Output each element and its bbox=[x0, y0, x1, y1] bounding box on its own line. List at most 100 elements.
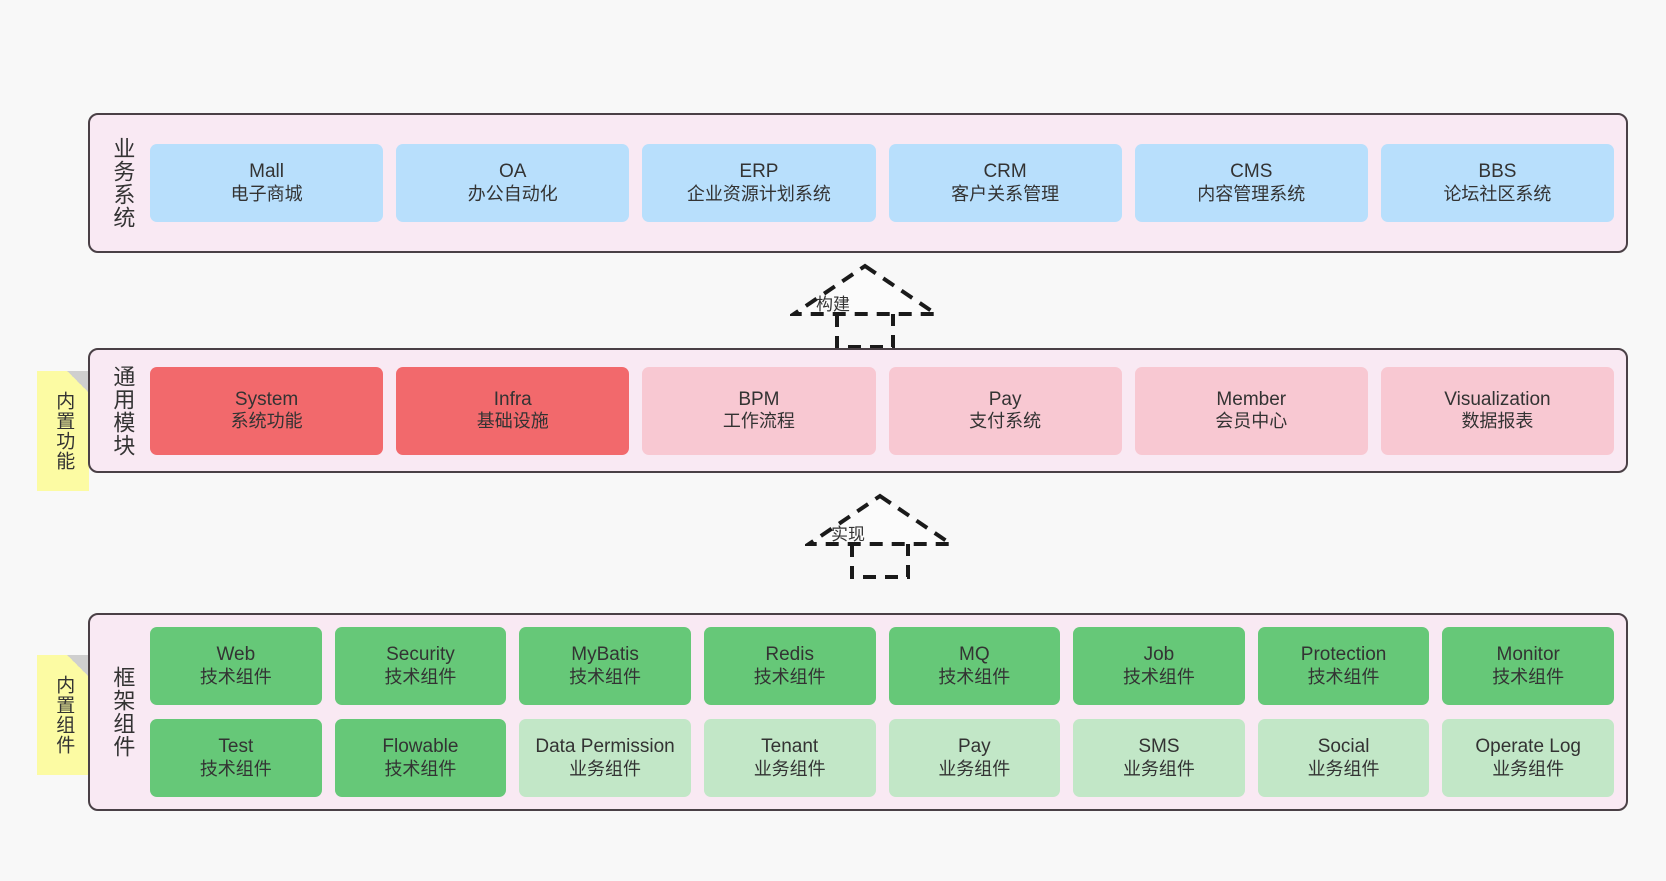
card-pay-module-cn: 支付系统 bbox=[969, 411, 1042, 432]
card-flowable[interactable]: Flowable 技术组件 bbox=[334, 719, 507, 797]
card-monitor-cn: 技术组件 bbox=[1492, 666, 1565, 687]
card-protection[interactable]: Protection 技术组件 bbox=[1257, 627, 1430, 705]
connector-build-arrow bbox=[790, 263, 940, 349]
card-bbs[interactable]: BBS 论坛社区系统 bbox=[1380, 144, 1615, 222]
card-tenant[interactable]: Tenant 业务组件 bbox=[703, 719, 876, 797]
card-cms-en: CMS bbox=[1230, 161, 1273, 183]
card-mq[interactable]: MQ 技术组件 bbox=[888, 627, 1061, 705]
card-security-cn: 技术组件 bbox=[384, 666, 457, 687]
card-tenant-en: Tenant bbox=[761, 736, 819, 758]
card-web-en: Web bbox=[216, 644, 256, 666]
card-monitor-en: Monitor bbox=[1496, 644, 1560, 666]
connector-implement-arrow bbox=[805, 493, 955, 579]
card-member-cn: 会员中心 bbox=[1215, 411, 1288, 432]
card-protection-en: Protection bbox=[1300, 644, 1387, 666]
card-mybatis-en: MyBatis bbox=[571, 644, 639, 666]
card-mq-cn: 技术组件 bbox=[938, 666, 1011, 687]
card-flowable-en: Flowable bbox=[382, 736, 459, 758]
business-card-row: Mall 电子商城 OA 办公自动化 ERP 企业资源计划系统 CRM 客户关系… bbox=[150, 144, 1615, 222]
card-pay-component[interactable]: Pay 业务组件 bbox=[888, 719, 1061, 797]
card-mall-cn: 电子商城 bbox=[230, 183, 303, 204]
connector-implement-label: 实现 bbox=[831, 525, 865, 544]
layer-framework-components: 框架组件 Web 技术组件 Security 技术组件 MyBatis 技术组件… bbox=[88, 613, 1628, 811]
card-social-cn: 业务组件 bbox=[1307, 758, 1380, 779]
card-bpm-en: BPM bbox=[738, 388, 780, 410]
card-mybatis[interactable]: MyBatis 技术组件 bbox=[519, 627, 691, 705]
note-fold-corner-icon bbox=[67, 371, 89, 393]
note-builtin-components-text: 内置组件 bbox=[53, 675, 75, 755]
card-erp-cn: 企业资源计划系统 bbox=[686, 183, 831, 204]
layer-common-title: 通用模块 bbox=[110, 364, 136, 457]
card-mall[interactable]: Mall 电子商城 bbox=[150, 144, 384, 222]
card-crm-cn: 客户关系管理 bbox=[951, 183, 1060, 204]
card-system[interactable]: System 系统功能 bbox=[150, 366, 384, 455]
card-crm[interactable]: CRM 客户关系管理 bbox=[888, 144, 1122, 222]
card-pay-component-cn: 业务组件 bbox=[938, 758, 1011, 779]
card-test-cn: 技术组件 bbox=[199, 758, 272, 779]
card-pay-component-en: Pay bbox=[957, 736, 991, 758]
card-mq-en: MQ bbox=[959, 644, 990, 666]
card-infra-en: Infra bbox=[493, 388, 532, 410]
card-pay-module[interactable]: Pay 支付系统 bbox=[888, 366, 1122, 455]
card-web[interactable]: Web 技术组件 bbox=[150, 627, 322, 705]
common-card-row: System 系统功能 Infra 基础设施 BPM 工作流程 Pay 支付系统… bbox=[150, 366, 1615, 455]
card-data-permission-en: Data Permission bbox=[535, 736, 675, 758]
card-operate-log[interactable]: Operate Log 业务组件 bbox=[1442, 719, 1614, 797]
note-builtin-features-text: 内置功能 bbox=[53, 391, 75, 471]
card-bbs-en: BBS bbox=[1478, 161, 1517, 183]
card-mybatis-cn: 技术组件 bbox=[569, 666, 642, 687]
layer-framework-body: Web 技术组件 Security 技术组件 MyBatis 技术组件 Redi… bbox=[142, 615, 1626, 809]
connector-build-label: 构建 bbox=[816, 295, 850, 314]
framework-business-row: Test 技术组件 Flowable 技术组件 Data Permission … bbox=[150, 719, 1614, 797]
card-system-en: System bbox=[234, 388, 299, 410]
card-security[interactable]: Security 技术组件 bbox=[334, 627, 507, 705]
card-erp[interactable]: ERP 企业资源计划系统 bbox=[642, 144, 876, 222]
layer-business-body: Mall 电子商城 OA 办公自动化 ERP 企业资源计划系统 CRM 客户关系… bbox=[142, 115, 1626, 251]
card-data-permission-cn: 业务组件 bbox=[569, 758, 642, 779]
card-sms-en: SMS bbox=[1138, 736, 1180, 758]
card-redis[interactable]: Redis 技术组件 bbox=[703, 627, 876, 705]
layer-common-body: System 系统功能 Infra 基础设施 BPM 工作流程 Pay 支付系统… bbox=[142, 350, 1626, 471]
layer-common-modules: 通用模块 System 系统功能 Infra 基础设施 BPM 工作流程 Pay… bbox=[88, 348, 1628, 473]
card-job-cn: 技术组件 bbox=[1122, 666, 1195, 687]
card-cms-cn: 内容管理系统 bbox=[1197, 183, 1306, 204]
card-bbs-cn: 论坛社区系统 bbox=[1443, 183, 1552, 204]
card-monitor[interactable]: Monitor 技术组件 bbox=[1442, 627, 1614, 705]
card-security-en: Security bbox=[386, 644, 455, 666]
card-operate-log-en: Operate Log bbox=[1475, 736, 1581, 758]
card-social-en: Social bbox=[1317, 736, 1370, 758]
card-flowable-cn: 技术组件 bbox=[384, 758, 457, 779]
note-fold-corner-icon bbox=[67, 655, 89, 677]
card-infra-cn: 基础设施 bbox=[476, 411, 549, 432]
card-job[interactable]: Job 技术组件 bbox=[1073, 627, 1245, 705]
card-oa-cn: 办公自动化 bbox=[467, 183, 558, 204]
card-pay-module-en: Pay bbox=[988, 388, 1022, 410]
card-member[interactable]: Member 会员中心 bbox=[1134, 366, 1368, 455]
card-job-en: Job bbox=[1143, 644, 1175, 666]
card-tenant-cn: 业务组件 bbox=[753, 758, 826, 779]
card-redis-cn: 技术组件 bbox=[753, 666, 826, 687]
card-infra[interactable]: Infra 基础设施 bbox=[396, 366, 630, 455]
card-social[interactable]: Social 业务组件 bbox=[1257, 719, 1430, 797]
card-test[interactable]: Test 技术组件 bbox=[150, 719, 322, 797]
card-oa[interactable]: OA 办公自动化 bbox=[396, 144, 630, 222]
layer-business-title: 业务系统 bbox=[110, 137, 136, 229]
framework-tech-row: Web 技术组件 Security 技术组件 MyBatis 技术组件 Redi… bbox=[150, 627, 1614, 705]
card-system-cn: 系统功能 bbox=[230, 411, 303, 432]
card-operate-log-cn: 业务组件 bbox=[1492, 758, 1565, 779]
layer-framework-title: 框架组件 bbox=[110, 666, 136, 758]
card-mall-en: Mall bbox=[249, 161, 284, 183]
card-web-cn: 技术组件 bbox=[199, 666, 272, 687]
card-visualization[interactable]: Visualization 数据报表 bbox=[1380, 366, 1615, 455]
note-builtin-components: 内置组件 bbox=[37, 655, 89, 775]
layer-business-systems: 业务系统 Mall 电子商城 OA 办公自动化 ERP 企业资源计划系统 CRM… bbox=[88, 113, 1628, 253]
card-oa-en: OA bbox=[499, 161, 527, 183]
card-cms[interactable]: CMS 内容管理系统 bbox=[1134, 144, 1368, 222]
card-bpm[interactable]: BPM 工作流程 bbox=[642, 366, 876, 455]
card-sms[interactable]: SMS 业务组件 bbox=[1073, 719, 1245, 797]
card-visualization-cn: 数据报表 bbox=[1461, 411, 1534, 432]
card-test-en: Test bbox=[218, 736, 254, 758]
card-sms-cn: 业务组件 bbox=[1122, 758, 1195, 779]
card-data-permission[interactable]: Data Permission 业务组件 bbox=[519, 719, 691, 797]
